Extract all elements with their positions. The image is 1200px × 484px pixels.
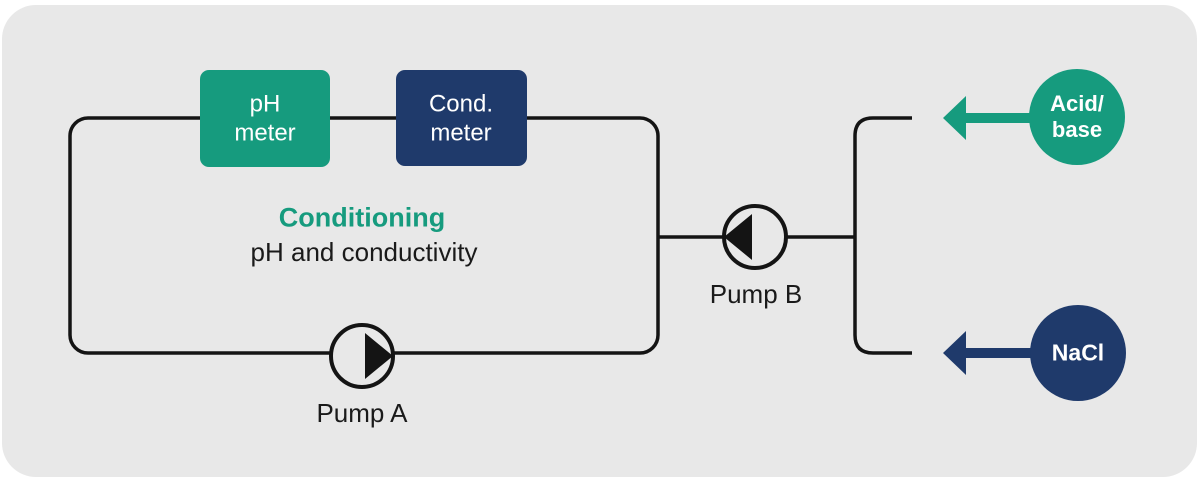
acid-base-circle	[1029, 69, 1125, 165]
pump-a-label: Pump A	[316, 398, 408, 429]
pump-a-flow-triangle-icon	[365, 333, 393, 379]
pump-b-flow-triangle-icon	[724, 214, 752, 260]
acid-base-label: Acid/ base	[1050, 91, 1104, 142]
feed-junction-line	[853, 116, 912, 355]
pump-b-label: Pump B	[709, 279, 803, 310]
ph-meter-label: pH meter	[234, 90, 296, 147]
pump-a-symbol	[329, 323, 395, 389]
nacl-arrow-icon	[943, 331, 1038, 375]
cond-meter-box	[396, 70, 527, 166]
conditioning-subtitle: pH and conductivity	[250, 237, 478, 268]
nacl-label: NaCl	[1051, 339, 1105, 366]
recirculation-loop-line	[68, 116, 660, 355]
cond-meter-label: Cond. meter	[428, 90, 494, 147]
nacl-arrow-head	[943, 331, 966, 375]
conditioning-title: Conditioning	[278, 202, 446, 233]
ph-meter-box	[200, 70, 330, 167]
pump-b-symbol	[722, 204, 788, 270]
acid-base-arrow-icon	[943, 96, 1038, 140]
acid-base-arrow-head	[943, 96, 966, 140]
nacl-circle	[1030, 305, 1126, 401]
